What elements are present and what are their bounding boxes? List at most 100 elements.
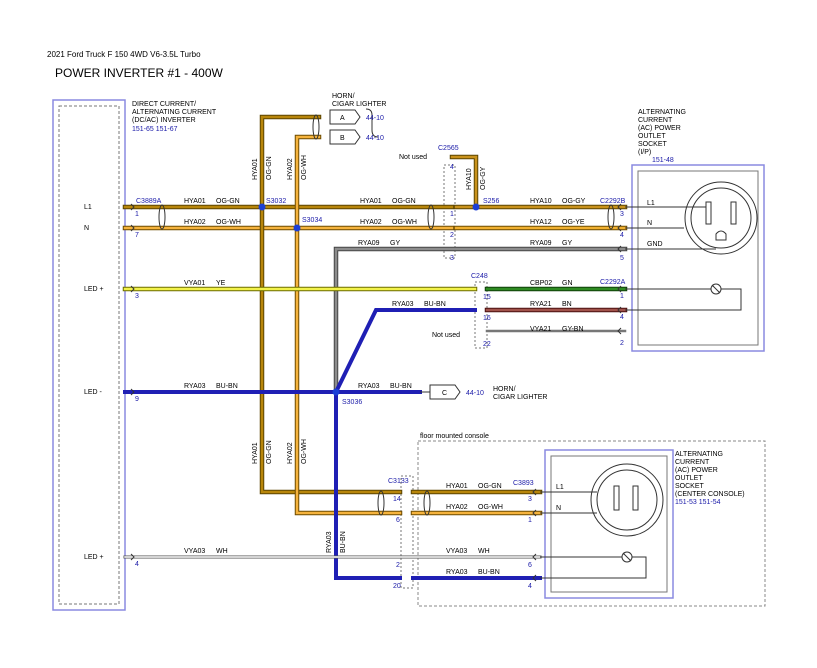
outlet-console-pin-n: N — [556, 505, 561, 512]
connector-c2292a[interactable]: C2292A — [600, 279, 626, 286]
inverter-pin-led-neg: LED - — [84, 389, 103, 396]
outlet-ip-name-3: (AC) POWER — [638, 125, 681, 132]
horn-title-2: CIGAR LIGHTER — [332, 101, 386, 108]
label-ogwh-2: OG-WH — [392, 219, 417, 226]
outlet-console-pin-l1: L1 — [556, 484, 564, 491]
c3893-pin-3: 3 — [528, 496, 532, 503]
label-ogwh-1: OG-WH — [216, 219, 241, 226]
label-hya01-2: HYA01 — [360, 198, 382, 205]
vlabel-oggn-top: OG-GN — [266, 156, 273, 180]
horn-ref-a[interactable]: 44-10 — [366, 115, 384, 122]
horn-title-1: HORN/ — [332, 93, 355, 100]
label-gy-1: GY — [390, 240, 400, 247]
wire-hya02-vertical — [294, 134, 403, 516]
label-hya01-console: HYA01 — [446, 483, 468, 490]
c2292a-pin-4: 4 — [620, 314, 624, 321]
connector-c2292b[interactable]: C2292B — [600, 198, 626, 205]
inverter-pin-num-1: 1 — [135, 211, 139, 218]
horn-c-title-1: HORN/ — [493, 386, 516, 393]
outlet-console-name-3: (AC) POWER — [675, 467, 718, 474]
horn-ref-c[interactable]: 44-10 — [466, 390, 484, 397]
c2292b-pin-4: 4 — [620, 232, 624, 239]
horn-pin-a: A — [340, 115, 345, 122]
label-wh-1: WH — [216, 548, 228, 555]
label-rya03-main-2: RYA03 — [358, 383, 380, 390]
label-rya03-upper: RYA03 — [392, 301, 414, 308]
horn-ref-b[interactable]: 44-10 — [366, 135, 384, 142]
vlabel-oggn-bot: OG-GN — [266, 440, 273, 464]
outlet-ip-name-4: OUTLET — [638, 133, 666, 140]
outlet-console-component — [544, 449, 674, 599]
vlabel-hya10: HYA10 — [466, 168, 473, 190]
label-ye: YE — [216, 280, 226, 287]
label-hya01-1: HYA01 — [184, 198, 206, 205]
label-s3036: S3036 — [342, 399, 362, 406]
label-vya01: VYA01 — [184, 280, 205, 287]
outlet-console-name-4: OUTLET — [675, 475, 703, 482]
label-s3034: S3034 — [302, 217, 322, 224]
inverter-pin-led-pos-2: LED + — [84, 554, 104, 561]
label-hya10: HYA10 — [530, 198, 552, 205]
inverter-ref[interactable]: 151-65 151-67 — [132, 126, 178, 133]
splice-s3034 — [293, 224, 301, 232]
floor-console-box — [417, 440, 766, 607]
wire-rya03-down — [334, 390, 402, 580]
label-rya03-console: RYA03 — [446, 569, 468, 576]
not-used-top: Not used — [399, 154, 427, 161]
c2292b-pin-5: 5 — [620, 255, 624, 262]
inverter-pin-led-pos: LED + — [84, 286, 104, 293]
vlabel-hya02-bot: HYA02 — [287, 442, 294, 464]
not-used-bottom: Not used — [432, 332, 460, 339]
label-gy-2: GY — [562, 240, 572, 247]
outlet-ip-component — [631, 164, 765, 352]
connector-c3133[interactable]: C3133 — [388, 478, 409, 485]
c2565-pin-1: 1 — [450, 211, 454, 218]
c3893-pin-4: 4 — [528, 583, 532, 590]
label-s3032: S3032 — [266, 198, 286, 205]
c3133-pin-2: 2 — [396, 562, 400, 569]
vlabel-hya02-top: HYA02 — [287, 158, 294, 180]
outlet-ip-ref[interactable]: 151-48 — [652, 157, 674, 164]
vlabel-ogwh-top: OG-WH — [301, 155, 308, 180]
c2565-pin-2: 2 — [450, 232, 454, 239]
outlet-console-name-5: SOCKET — [675, 483, 705, 490]
label-wh-2: WH — [478, 548, 490, 555]
splice-s3032 — [258, 203, 266, 211]
wires — [122, 114, 628, 580]
outlet-ip-name-2: CURRENT — [638, 117, 673, 124]
label-rya03-main-1: RYA03 — [184, 383, 206, 390]
outlet-console-name-1: ALTERNATING — [675, 451, 723, 458]
label-s256: S256 — [483, 198, 499, 205]
floor-console-label: floor mounted console — [420, 433, 489, 440]
wire-rya03-upper — [333, 308, 477, 395]
label-oggy: OG-GY — [562, 198, 586, 205]
horn-pin-c: C — [442, 390, 447, 397]
label-ogwh-console: OG-WH — [478, 504, 503, 511]
connector-c3893[interactable]: C3893 — [513, 480, 534, 487]
vlabel-ogwh-bot: OG-WH — [301, 439, 308, 464]
vlabel-rya03: RYA03 — [326, 531, 333, 553]
inverter-pin-num-3: 3 — [135, 293, 139, 300]
vlabel-hya01-top: HYA01 — [252, 158, 259, 180]
c248-connector-bracket — [474, 281, 488, 349]
c3133-pin-20: 20 — [393, 583, 401, 590]
vlabel-bubn: BU-BN — [340, 531, 347, 553]
outlet-console-name-6: (CENTER CONSOLE) — [675, 491, 745, 498]
label-bubn-console: BU-BN — [478, 569, 500, 576]
label-gybn: GY-BN — [562, 326, 584, 333]
wire-rya09 — [333, 246, 628, 395]
outlet-ip-name-1: ALTERNATING — [638, 109, 686, 116]
horn-pin-b: B — [340, 135, 345, 142]
outlet-console-ref[interactable]: 151-53 151-54 — [675, 499, 721, 506]
splice-s3036 — [332, 388, 340, 396]
connector-c2565[interactable]: C2565 — [438, 145, 459, 152]
outlet-ip-name-6: (I/P) — [638, 149, 651, 156]
connector-c248[interactable]: C248 — [471, 273, 488, 280]
twist-markers — [158, 114, 615, 516]
c2565-connector-bracket — [443, 164, 456, 259]
label-hya12: HYA12 — [530, 219, 552, 226]
c2292b-pin-3: 3 — [620, 211, 624, 218]
label-rya21: RYA21 — [530, 301, 552, 308]
inverter-name-2: ALTERNATING CURRENT — [132, 109, 217, 116]
connector-c3889a[interactable]: C3889A — [136, 198, 162, 205]
